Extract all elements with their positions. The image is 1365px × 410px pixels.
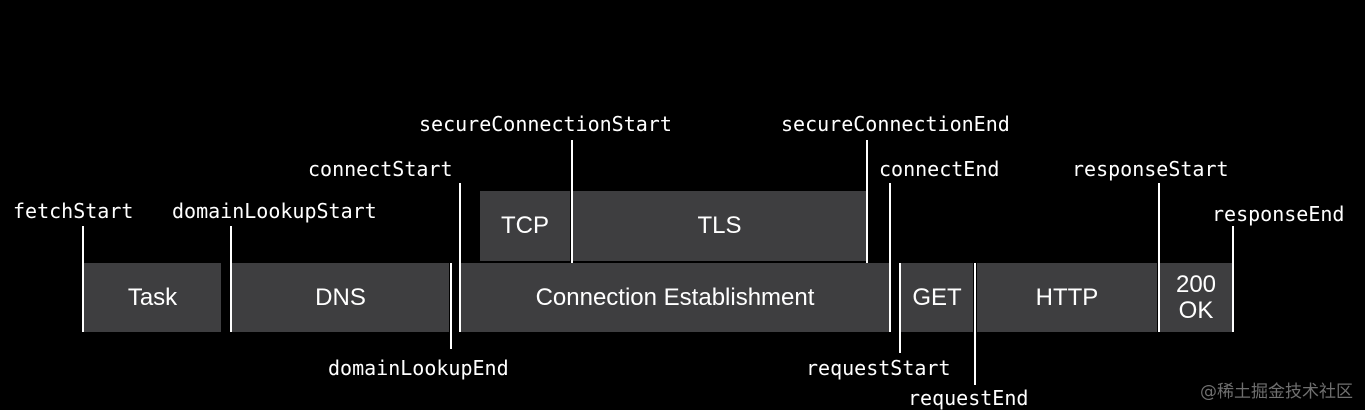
marker-line-domainlookupstart	[230, 226, 232, 332]
segment-200-label: 200	[1175, 271, 1217, 299]
marker-line-connectstart	[459, 183, 461, 332]
marker-line-secureconnectionend	[866, 140, 868, 263]
label-responsestart: responseStart	[1072, 157, 1229, 181]
segment-http: HTTP	[977, 263, 1157, 332]
segment-get-label: GET	[912, 283, 962, 311]
marker-line-requeststart	[899, 263, 901, 353]
label-requeststart: requestStart	[806, 356, 951, 380]
marker-line-responseend	[1232, 226, 1234, 332]
segment-tcp: TCP	[480, 191, 570, 261]
label-connectstart: connectStart	[308, 157, 453, 181]
segment-tls-label: TLS	[697, 212, 742, 240]
marker-line-connectend	[889, 183, 891, 332]
watermark: @稀土掘金技术社区	[1200, 382, 1353, 402]
marker-line-responsestart	[1158, 183, 1160, 332]
label-fetchstart: fetchStart	[13, 199, 134, 223]
label-responseend: responseEnd	[1212, 202, 1345, 226]
segment-task: Task	[84, 263, 221, 332]
label-domainlookupend: domainLookupEnd	[328, 356, 509, 380]
segment-tls: TLS	[573, 191, 866, 261]
label-connectend: connectEnd	[879, 157, 1000, 181]
segment-connection-establishment: Connection Establishment	[461, 263, 889, 332]
label-secureconnectionend: secureConnectionEnd	[781, 112, 1010, 136]
segment-task-label: Task	[127, 283, 178, 311]
marker-line-domainlookupend	[450, 263, 452, 349]
segment-ok-label: OK	[1178, 296, 1214, 324]
label-secureconnectionstart: secureConnectionStart	[419, 112, 672, 136]
segment-connection-label: Connection Establishment	[535, 283, 815, 311]
segment-tcp-label: TCP	[501, 212, 549, 240]
segment-dns: DNS	[232, 263, 449, 332]
segment-dns-label: DNS	[315, 283, 366, 311]
segment-get: GET	[901, 263, 973, 332]
label-domainlookupstart: domainLookupStart	[172, 199, 377, 223]
segment-200-ok: 200 OK	[1160, 263, 1232, 332]
label-requestend: requestEnd	[908, 386, 1029, 410]
marker-line-secureconnectionstart	[571, 140, 573, 263]
marker-line-requestend	[974, 263, 976, 385]
segment-http-label: HTTP	[1035, 283, 1099, 311]
marker-line-fetchstart	[82, 226, 84, 332]
